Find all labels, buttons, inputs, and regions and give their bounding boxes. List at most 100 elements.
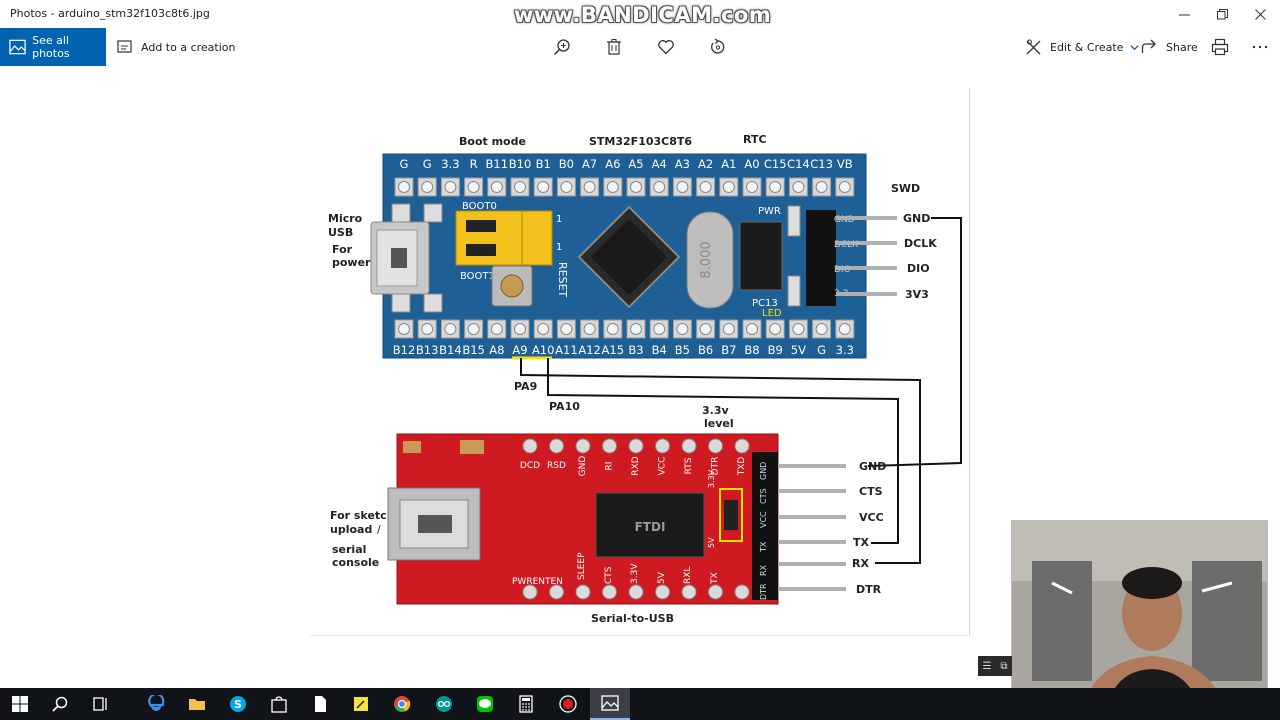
ftdi-top-hole [655, 438, 670, 454]
ftdi-header-mark: TX [759, 541, 768, 553]
ftdi-top-hole [681, 438, 697, 454]
taskbar-arduino[interactable] [424, 688, 464, 720]
serial-to-usb-label: Serial-to-USB [591, 612, 674, 625]
taskbar-calculator[interactable] [506, 688, 546, 720]
trash-icon [607, 39, 621, 55]
stm-top-pin-hole [746, 181, 758, 193]
stm-top-pin-hole [606, 181, 619, 193]
skype-icon: S [230, 696, 246, 712]
taskbar-edge[interactable] [136, 688, 176, 720]
stm-top-pin-label: R [470, 157, 478, 171]
serial-label: serial [332, 543, 366, 556]
ftdi-pin-rx: RX [852, 557, 869, 570]
stm-bottom-pin-label: B5 [675, 343, 690, 357]
ftdi-top-pin-label: RXD [631, 456, 641, 475]
title-bar: Photos - arduino_stm32f103c8t6.jpg www.B… [0, 0, 1280, 28]
search-button[interactable] [40, 688, 80, 720]
stm-top-pin-hole [444, 181, 457, 193]
for-sketch-label: For sketch [330, 509, 395, 522]
more-button[interactable] [1250, 37, 1270, 57]
reset-label: RESET [556, 262, 569, 298]
ftdi-pin-vcc: VCC [859, 511, 884, 524]
ftdi-bottom-pin-label: 5V [657, 571, 667, 584]
taskbar-skype[interactable]: S [218, 688, 258, 720]
stm-bottom-pin-hole [630, 323, 642, 335]
share-button[interactable]: Share [1141, 28, 1198, 66]
stm-top-pin-label: VB [837, 157, 853, 171]
favorite-button[interactable] [656, 37, 676, 57]
ftdi-bottom-hole [549, 584, 564, 600]
stm-bottom-pin-hole [722, 323, 735, 335]
stm-bottom-pin-hole [815, 323, 828, 335]
ftdi-top-pin-label: RI [605, 462, 615, 471]
see-all-photos-button[interactable]: See all photos [0, 28, 106, 66]
store-icon [271, 696, 287, 713]
for-label: For [332, 243, 353, 256]
stm-bottom-pin-label: B4 [652, 343, 667, 357]
overlay-controls[interactable]: ☰ ⧉ [978, 656, 1012, 676]
ftdi-bottom-pin-label: CTS [604, 566, 614, 584]
stm-top-pin-hole [699, 181, 712, 193]
stm-top-pin-hole [467, 181, 480, 193]
stm-top-pin-label: A1 [721, 157, 736, 171]
taskbar-photos[interactable] [590, 688, 630, 720]
start-button[interactable] [0, 688, 40, 720]
ftdi-header-mark: CTS [759, 488, 768, 504]
stm-top-pin-label: G [423, 157, 432, 171]
stm-top-pin-hole [838, 181, 851, 193]
ftdi-top-hole [628, 438, 644, 454]
print-icon [1211, 38, 1229, 56]
stm-top-pin-label: A3 [675, 157, 690, 171]
delete-button[interactable] [604, 37, 624, 57]
zoom-in-icon [553, 39, 570, 56]
chevron-down-icon [1130, 44, 1139, 50]
stm-bottom-pin-hole [653, 323, 666, 335]
zoom-button[interactable] [552, 37, 572, 57]
window-title: Photos - arduino_stm32f103c8t6.jpg [10, 7, 210, 20]
stm-bottom-pin-label: A15 [602, 343, 625, 357]
see-all-photos-label: See all photos [32, 34, 70, 60]
stm-top-pin-label: A0 [744, 157, 759, 171]
stm-top-pin-hole [514, 181, 526, 193]
ftdi-top-pin-label: RTS [684, 457, 694, 474]
search-icon [52, 696, 68, 712]
close-button[interactable] [1237, 0, 1280, 28]
chip-label: STM32F103C8T6 [589, 135, 692, 148]
chrome-icon [394, 696, 411, 712]
stm-bottom-pin-hole [398, 323, 410, 335]
share-label: Share [1166, 40, 1198, 54]
rotate-button[interactable] [708, 37, 728, 57]
level-label-a: 3.3v [702, 404, 729, 417]
restore-button[interactable] [1199, 0, 1245, 28]
ftdi-top-hole [549, 438, 564, 454]
minimize-button[interactable] [1161, 0, 1207, 28]
edit-create-button[interactable]: Edit & Create [1025, 28, 1139, 66]
taskbar-sticky-notes[interactable] [341, 688, 381, 720]
upload-label: upload [330, 523, 372, 536]
stm-bottom-pin-label: 3.3 [836, 343, 854, 357]
ftdi-bottom-hole [628, 584, 644, 600]
ftdi-bottom-pin-label: TX [710, 572, 720, 585]
print-button[interactable] [1210, 37, 1230, 57]
stm-top-pin-label: A5 [628, 157, 643, 171]
stm-bottom-pin-hole [490, 323, 503, 335]
share-icon [1141, 39, 1156, 53]
boot1-label: BOOT1 [460, 271, 495, 282]
stm-top-pin-label: A6 [605, 157, 620, 171]
ftdi-top-pin-label: RSD [547, 461, 566, 471]
pc13-label: PC13 [752, 298, 778, 309]
add-to-creation-icon [117, 40, 132, 53]
taskbar-file[interactable] [300, 688, 340, 720]
taskbar-line[interactable] [465, 688, 505, 720]
taskbar-store[interactable] [259, 688, 299, 720]
ftdi-header-mark: RX [759, 564, 768, 576]
edit-create-label: Edit & Create [1050, 40, 1124, 54]
stm-top-pin-hole [560, 181, 573, 193]
taskbar-explorer[interactable] [177, 688, 217, 720]
task-view-button[interactable] [80, 688, 120, 720]
add-to-creation-button[interactable]: Add to a creation [116, 28, 235, 66]
taskbar-bandicam[interactable] [548, 688, 588, 720]
stm-top-pin-label: B0 [559, 157, 574, 171]
taskbar-chrome[interactable] [382, 688, 422, 720]
add-to-creation-label: Add to a creation [141, 40, 236, 54]
